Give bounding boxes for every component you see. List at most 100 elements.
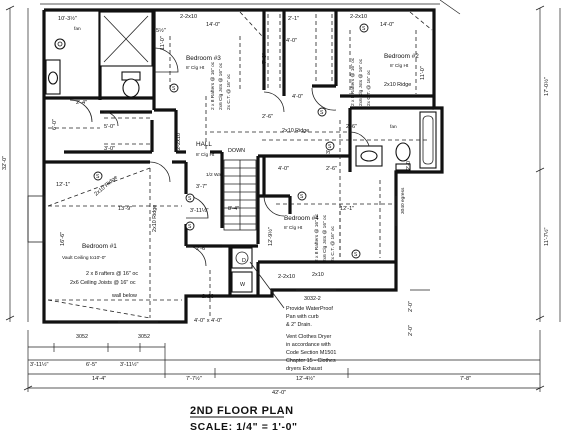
room-name-bedroom2: Bedroom #2 bbox=[384, 53, 419, 60]
dim-hall-2: 3'-7" bbox=[196, 184, 207, 190]
note-line-5: in accordance with bbox=[286, 342, 331, 348]
dim-right-1: 17'-0½" bbox=[543, 77, 550, 96]
svg-text:S: S bbox=[188, 196, 192, 202]
dim-closet-3: 4'-0" bbox=[292, 94, 303, 100]
window-3052-right: 3052 bbox=[138, 334, 150, 340]
room-dimensions: 2-2x10 14'-0" 2-2x10 14'-0" 10'-3½" 5½" … bbox=[52, 14, 426, 324]
dim-door-1: 2'-6" bbox=[262, 114, 273, 120]
note-line-3: & 2" Drain. bbox=[286, 322, 312, 328]
dim-bottom-row2-a: 14'-4" bbox=[92, 376, 106, 382]
dim-stud: 2'-1" bbox=[288, 16, 299, 22]
room-name-bedroom1: Bedroom #1 bbox=[82, 243, 117, 250]
room-labels: Bedroom #3 8' Clg Ht Bedroom #2 8' Clg H… bbox=[62, 53, 419, 261]
dim-header-2: 14'-0" bbox=[206, 22, 220, 28]
drawing-title: 2ND FLOOR PLAN bbox=[190, 405, 294, 417]
room-ceiling-bedroom4: 8' Clg Ht bbox=[284, 225, 303, 231]
dryer-label: D bbox=[242, 258, 246, 264]
rafters-bed3: 2 x 8 Rafters @ 16" oc bbox=[210, 61, 216, 110]
dim-closet-2: 4'-0" bbox=[278, 166, 289, 172]
rafters-bed1: 2 x 8 rafters @ 16" oc bbox=[86, 271, 138, 277]
dim-bed2-depth: 11'-0" bbox=[420, 66, 426, 80]
dim-bottom-total: 42'-0" bbox=[272, 390, 286, 396]
svg-text:S: S bbox=[188, 224, 192, 230]
svg-text:S: S bbox=[96, 174, 100, 180]
dim-bed1-width: 13'-9" bbox=[118, 206, 132, 212]
dim-header-1: 2-2x10 bbox=[180, 14, 197, 20]
dim-bottom-row1-c: 3'-11½" bbox=[120, 361, 139, 368]
note-line-8: dryers Exhaust bbox=[286, 366, 322, 372]
dim-bottom-row1-a: 3'-11½" bbox=[30, 361, 49, 368]
rafters-bed3-ct: 2x C.T. @ 16" oc bbox=[226, 73, 232, 110]
ridge-label-bed2: 2x10 Ridge bbox=[384, 82, 411, 88]
smoke-detectors: S S S S S S S S S bbox=[93, 23, 369, 259]
note-line-2: Pan with curb bbox=[286, 314, 319, 320]
dim-stair: 8'-4" bbox=[228, 206, 239, 212]
dim-bath-width: 10'-3½" bbox=[58, 15, 77, 22]
ridge-label-bed1: 2x10 Ridge bbox=[152, 205, 158, 232]
svg-text:S: S bbox=[300, 194, 304, 200]
rafters-bed4-joists: 2x6 Clg Jsts @ 16" oc bbox=[322, 214, 328, 262]
room-ceiling-bedroom2: 8' Clg Ht bbox=[390, 63, 409, 69]
dim-bed1-depth: 16'-6" bbox=[60, 232, 66, 246]
joists-bed1: 2x6 Ceiling Joists @ 16" oc bbox=[70, 280, 136, 286]
doors bbox=[69, 47, 371, 267]
window-3052-left: 3052 bbox=[76, 334, 88, 340]
note-line-4: Vent Clothes Dryer bbox=[286, 334, 331, 340]
dim-tub: 2'-0" bbox=[406, 159, 412, 170]
dim-shower-pan: 4'-0" x 4'-0" bbox=[194, 318, 222, 324]
dim-header-3: 2-2x10 bbox=[350, 14, 367, 20]
annotations: fan fan DOWN 1/2 Wall 2x10 Ridge 2x10 Ri… bbox=[70, 26, 411, 372]
drawing-scale: SCALE: 1/4" = 1'-0" bbox=[190, 421, 298, 432]
ridge-label-bottom: 2x10 bbox=[312, 272, 324, 278]
window-3032: 3032-2 bbox=[304, 296, 321, 302]
dim-closet-depth: 7'-0" bbox=[262, 53, 268, 64]
washer-label: W bbox=[240, 282, 246, 288]
dim-left-total: 32'-0" bbox=[2, 156, 8, 170]
dim-wall: 5½" bbox=[156, 27, 166, 34]
dim-beam-1: 2-2x10 bbox=[176, 133, 182, 150]
rafters-bed2-ct: 2x C.T. @ 16" oc bbox=[366, 69, 372, 106]
dim-right-2: 11'-7½" bbox=[543, 227, 550, 246]
room-name-bedroom4: Bedroom #4 bbox=[284, 215, 319, 222]
dim-door-2: 2'-6" bbox=[326, 166, 337, 172]
dim-closet-5: 3'-0" bbox=[104, 146, 115, 152]
rafters-bed2-joists: 2x6 Clg Jsts @ 16" oc bbox=[358, 58, 364, 106]
exterior-walls bbox=[27, 8, 444, 324]
dim-bottom-row2-b: 7'-7½" bbox=[186, 375, 202, 382]
dim-bottom-row1-b: 6'-5" bbox=[86, 362, 97, 368]
room-ceiling-bedroom1: Vault Ceiling to10'-0" bbox=[62, 255, 106, 261]
dim-bath-door: 2'-4" bbox=[76, 100, 87, 106]
dim-right-4: 2'-0" bbox=[408, 325, 414, 336]
dim-header-4: 14'-0" bbox=[380, 22, 394, 28]
dim-hall-width: 3'-11½" bbox=[190, 207, 209, 214]
fan-label-right: fan bbox=[390, 124, 397, 130]
windows bbox=[60, 9, 410, 323]
dim-bed3-depth: 11'-0" bbox=[160, 36, 166, 50]
room-ceiling-hall: 8' Clg Ht bbox=[196, 152, 215, 158]
dim-beam-2: 2-2x10 bbox=[278, 274, 295, 280]
svg-text:S: S bbox=[172, 86, 176, 92]
wall-below-label: wall below bbox=[111, 293, 137, 299]
dim-bath-door-2: 2'-6" bbox=[346, 124, 357, 130]
dim-bed1-closet: 12'-1" bbox=[56, 182, 70, 188]
dim-door-3: 2'-6" bbox=[196, 246, 207, 252]
note-line-6: Code Section M1501 bbox=[286, 350, 336, 356]
dim-closet: 4'-0" bbox=[286, 38, 297, 44]
ridge-label-bottom2: 2x10 bbox=[202, 294, 214, 300]
rafters-bed2: 2 x 8 Rafters @ 16" oc bbox=[350, 57, 356, 106]
room-name-bedroom3: Bedroom #3 bbox=[186, 55, 221, 62]
dim-bath-len: 6'-0" bbox=[52, 119, 58, 130]
note-line-1: Provide WaterProof bbox=[286, 306, 333, 312]
stair-treads bbox=[223, 159, 257, 231]
egress-label: 3040 egress bbox=[400, 187, 406, 214]
framing-lines bbox=[47, 11, 433, 319]
dimension-lines bbox=[5, 0, 561, 392]
note-line-7: Chapter 15 - Clothes bbox=[286, 358, 336, 364]
fan-label-left: fan bbox=[74, 26, 81, 32]
title-block: 2ND FLOOR PLAN SCALE: 1/4" = 1'-0" bbox=[190, 405, 298, 432]
dim-bottom-row2-d: 7'-8" bbox=[460, 376, 471, 382]
svg-text:S: S bbox=[354, 252, 358, 258]
rafters-bed4-ct: 2x C.T. @ 16" oc bbox=[330, 225, 336, 262]
svg-text:S: S bbox=[362, 26, 366, 32]
